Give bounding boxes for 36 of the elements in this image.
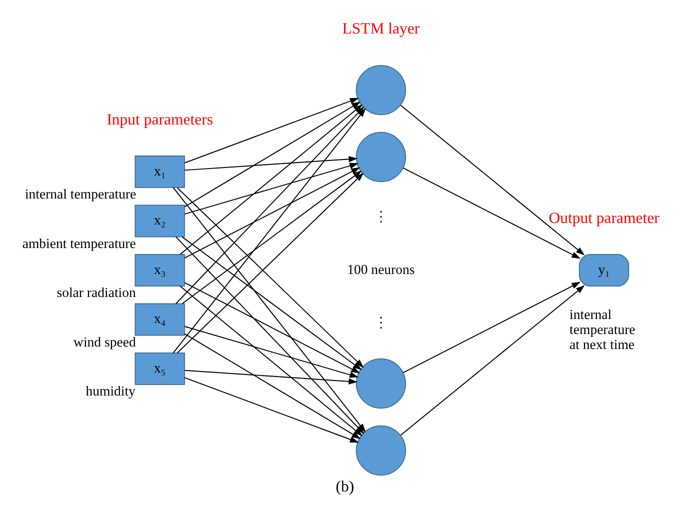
arrow bbox=[184, 156, 358, 171]
label: Output parameter bbox=[548, 210, 659, 227]
node-box: x₄ bbox=[134, 303, 184, 336]
arrow bbox=[181, 170, 362, 304]
label: ⋮ bbox=[373, 315, 388, 330]
node-label: internal temperature at next time bbox=[569, 307, 635, 352]
arrow bbox=[181, 236, 362, 370]
arrow bbox=[172, 108, 366, 354]
arrow bbox=[400, 285, 584, 436]
node-box: x₃ bbox=[134, 254, 184, 287]
arrow bbox=[184, 167, 360, 258]
node-box: x₅ bbox=[134, 352, 184, 386]
arrow bbox=[184, 162, 358, 215]
arrow bbox=[184, 333, 360, 439]
arrow bbox=[184, 326, 358, 378]
arrow bbox=[184, 370, 358, 385]
caption: (b) bbox=[335, 478, 354, 496]
label: Input parameters bbox=[106, 111, 212, 128]
node-label: solar radiation bbox=[56, 285, 136, 300]
node-box: y₁ bbox=[578, 254, 629, 287]
arrow bbox=[402, 282, 580, 374]
node-box: x₁ bbox=[134, 156, 184, 188]
node-box: x₂ bbox=[134, 204, 184, 238]
label: 100 neurons bbox=[346, 262, 414, 277]
arrow bbox=[402, 167, 580, 259]
arrow bbox=[184, 98, 358, 164]
arrow bbox=[400, 104, 584, 256]
label: ⋮ bbox=[373, 208, 388, 224]
node-label: humidity bbox=[85, 384, 135, 399]
node-label: wind speed bbox=[73, 334, 136, 350]
arrow bbox=[184, 102, 360, 208]
label: LSTM layer bbox=[342, 20, 420, 38]
arrow bbox=[184, 377, 358, 443]
arrow bbox=[184, 282, 360, 374]
node-label: ambient temperature bbox=[22, 236, 136, 251]
node-label: internal temperature bbox=[24, 186, 136, 202]
